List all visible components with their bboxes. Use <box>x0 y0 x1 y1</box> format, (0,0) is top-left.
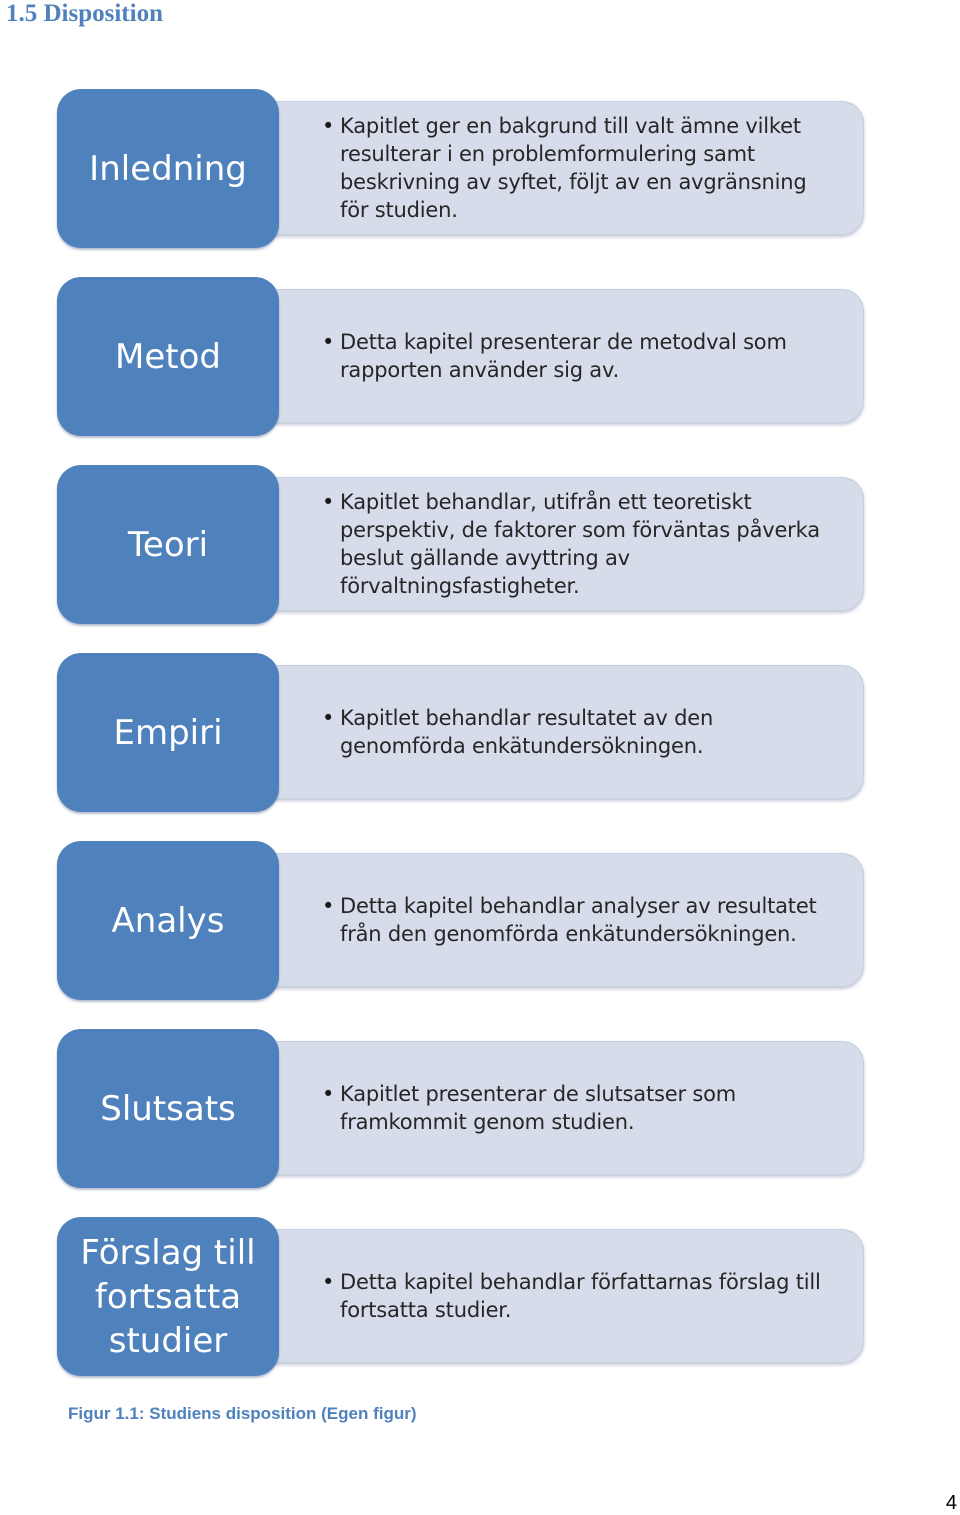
chapter-row-analys: •Detta kapitel behandlar analyser av res… <box>0 841 960 1001</box>
chapter-description-box: •Detta kapitel presenterar de metodval s… <box>272 289 864 423</box>
chapter-description-box: •Kapitlet presenterar de slutsatser som … <box>272 1041 864 1175</box>
figure-caption: Figur 1.1: Studiens disposition (Egen fi… <box>68 1404 417 1423</box>
chapter-row-inledning: •Kapitlet ger en bakgrund till valt ämne… <box>0 89 960 249</box>
chapter-label-box: Inledning <box>57 89 279 248</box>
chapter-label-box: Empiri <box>57 653 279 812</box>
chapter-label-box: Slutsats <box>57 1029 279 1188</box>
bullet-icon: • <box>322 114 335 138</box>
bullet-icon: • <box>322 894 335 918</box>
chapter-description: •Detta kapitel behandlar författarnas fö… <box>322 1270 821 1322</box>
chapter-description: •Kapitlet behandlar resultatet av den ge… <box>322 706 714 758</box>
bullet-icon: • <box>322 1270 335 1294</box>
chapter-description: •Kapitlet presenterar de slutsatser som … <box>322 1082 736 1134</box>
chapter-label-box: Förslag till fortsatta studier <box>57 1217 279 1376</box>
chapter-description: •Detta kapitel presenterar de metodval s… <box>322 330 787 382</box>
page-number: 4 <box>945 1492 957 1514</box>
chapter-description-box: •Kapitlet ger en bakgrund till valt ämne… <box>272 101 864 235</box>
chapter-description: •Kapitlet behandlar, utifrån ett teoreti… <box>322 490 820 598</box>
chapter-row-slutsats: •Kapitlet presenterar de slutsatser som … <box>0 1029 960 1189</box>
disposition-diagram: •Kapitlet ger en bakgrund till valt ämne… <box>0 89 960 1377</box>
chapter-label: Slutsats <box>100 1088 236 1129</box>
bullet-icon: • <box>322 706 335 730</box>
chapter-row-forslag: •Detta kapitel behandlar författarnas fö… <box>0 1217 960 1377</box>
chapter-description: •Kapitlet ger en bakgrund till valt ämne… <box>322 114 807 222</box>
chapter-label: Analys <box>111 900 225 941</box>
chapter-label: Inledning <box>89 148 247 189</box>
section-heading: 1.5 Disposition <box>6 0 163 27</box>
chapter-description-box: •Detta kapitel behandlar analyser av res… <box>272 853 864 987</box>
chapter-label: Metod <box>115 336 221 377</box>
chapter-label: Teori <box>127 524 209 565</box>
bullet-icon: • <box>322 1082 335 1106</box>
bullet-icon: • <box>322 490 335 514</box>
chapter-label-box: Metod <box>57 277 279 436</box>
chapter-row-metod: •Detta kapitel presenterar de metodval s… <box>0 277 960 437</box>
chapter-description-box: •Kapitlet behandlar, utifrån ett teoreti… <box>272 477 864 611</box>
chapter-label-box: Analys <box>57 841 279 1000</box>
chapter-row-empiri: •Kapitlet behandlar resultatet av den ge… <box>0 653 960 813</box>
chapter-label: Förslag till fortsatta studier <box>80 1232 256 1361</box>
chapter-description-box: •Kapitlet behandlar resultatet av den ge… <box>272 665 864 799</box>
bullet-icon: • <box>322 330 335 354</box>
chapter-label: Empiri <box>113 712 223 753</box>
chapter-description-box: •Detta kapitel behandlar författarnas fö… <box>272 1229 864 1363</box>
chapter-row-teori: •Kapitlet behandlar, utifrån ett teoreti… <box>0 465 960 625</box>
chapter-description: •Detta kapitel behandlar analyser av res… <box>322 894 817 946</box>
chapter-label-box: Teori <box>57 465 279 624</box>
